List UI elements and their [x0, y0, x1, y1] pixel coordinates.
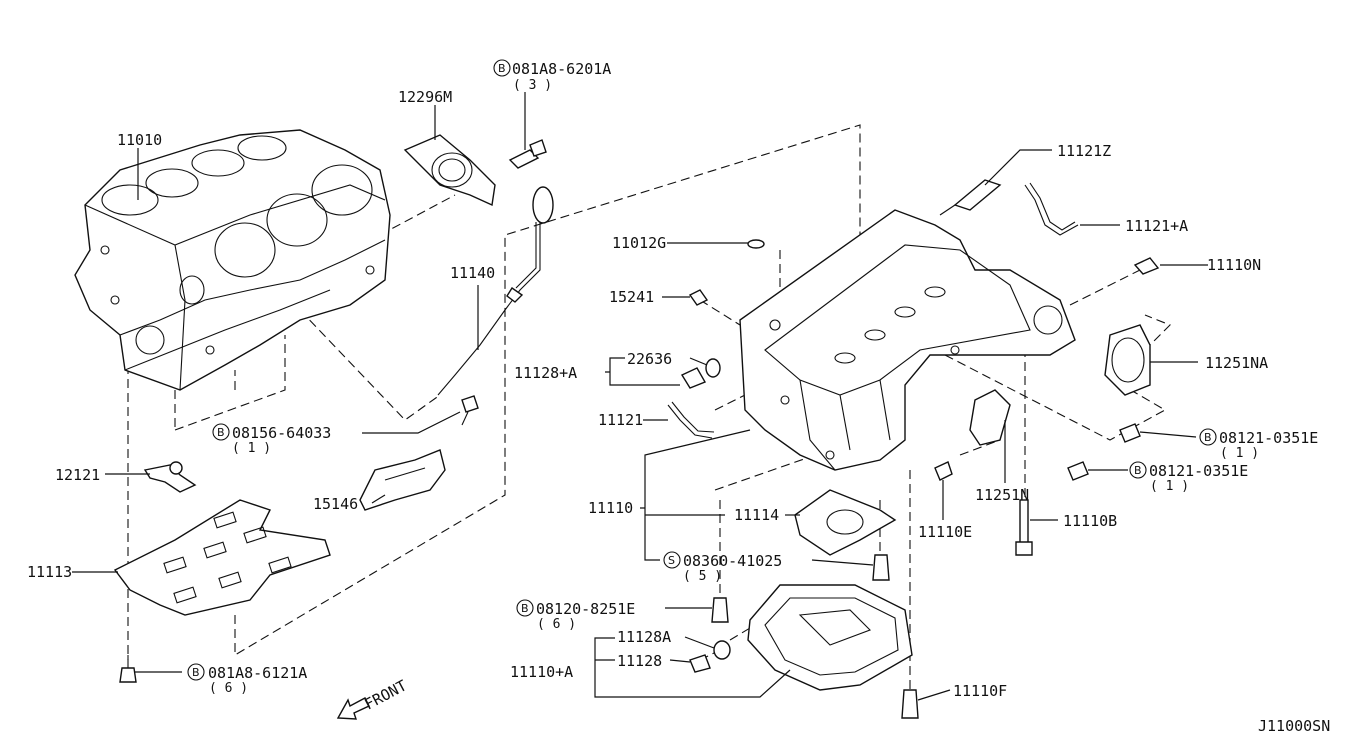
label-15146: 15146	[313, 495, 358, 513]
front-direction-arrow	[336, 697, 370, 720]
bolt-11110e-part	[934, 461, 953, 481]
drain-plug-11128-part	[689, 654, 711, 673]
front-label: FRONT	[361, 676, 409, 713]
label-081a8-6121a: 081A8-6121A	[208, 664, 307, 682]
prefix-badge: B	[493, 59, 511, 77]
oil-level-gauge-part	[437, 186, 554, 396]
label-11128a-group: 11128+A	[514, 364, 577, 382]
bolt-11110n-part	[1133, 257, 1160, 275]
qty-08121-0351e-b: ( 1 )	[1150, 479, 1189, 494]
drain-washer-11128a-part	[713, 640, 731, 660]
label-22636: 22636	[627, 350, 672, 368]
upper-oil-pan-part	[739, 209, 1076, 471]
bolt-08120-8251e-part	[711, 597, 729, 623]
gasket-11251n-part	[969, 389, 1011, 446]
label-11110: 11110	[588, 499, 633, 517]
label-11012g: 11012G	[612, 234, 666, 252]
bolt-08121-0351e-parts	[1067, 423, 1141, 481]
label-11110f: 11110F	[953, 682, 1007, 700]
qty-08121-0351e-a: ( 1 )	[1220, 446, 1259, 461]
qty-081a8-6201a: ( 3 )	[513, 78, 552, 93]
label-11110e: 11110E	[918, 523, 972, 541]
bolt-081a8-6121a-part	[119, 655, 137, 683]
stiffener-plate-11113-part	[113, 499, 331, 616]
prefix-badge: B	[516, 599, 534, 617]
prefix-badge: S	[663, 551, 681, 569]
prefix-badge: B	[212, 423, 230, 441]
prefix-badge: B	[187, 663, 205, 681]
label-11110b: 11110B	[1063, 512, 1117, 530]
lower-oil-pan-part	[747, 584, 913, 691]
fitting-15241-part	[688, 289, 709, 306]
label-08156-64033: 08156-64033	[232, 424, 331, 442]
svg-text:B: B	[498, 62, 506, 75]
label-11251na: 11251NA	[1205, 354, 1268, 372]
cylinder-block-part	[74, 129, 391, 391]
callout-labels: 11010 12296M B 081A8-6201A ( 3 ) 11140 B…	[27, 59, 1330, 735]
label-11010: 11010	[117, 131, 162, 149]
hose-11121-part	[667, 401, 715, 439]
baffle-12121-part	[143, 461, 197, 493]
svg-text:B: B	[192, 666, 200, 679]
bolt-11110f-part	[901, 689, 919, 719]
label-15241: 15241	[609, 288, 654, 306]
label-11251n: 11251N	[975, 486, 1029, 504]
qty-08120-8251e: ( 6 )	[537, 617, 576, 632]
rear-oil-seal-retainer-part	[403, 134, 496, 207]
bolt-11110b-part	[1015, 499, 1033, 556]
baffle-plate-11114-part	[794, 489, 897, 556]
svg-text:B: B	[521, 602, 529, 615]
baffle-11121z-part	[939, 179, 1002, 216]
label-08120-8251e: 08120-8251E	[536, 600, 635, 618]
bolt-08156-64033-part	[461, 395, 479, 426]
label-12296m: 12296M	[398, 88, 452, 106]
label-11140: 11140	[450, 264, 495, 282]
phantom-lines	[127, 124, 1171, 690]
gasket-11251na-part	[1104, 324, 1151, 396]
plug-11012g-part	[747, 239, 765, 249]
prefix-badge: B	[1199, 428, 1217, 446]
label-11110n: 11110N	[1207, 256, 1261, 274]
label-11113: 11113	[27, 563, 72, 581]
leader-lines	[72, 92, 1208, 701]
label-11114: 11114	[734, 506, 779, 524]
clip-11121a-part	[1024, 182, 1079, 236]
svg-text:B: B	[1134, 464, 1142, 477]
label-11128: 11128	[617, 652, 662, 670]
prefix-badge: B	[1129, 461, 1147, 479]
svg-text:S: S	[668, 554, 675, 567]
screw-08360-41025-part	[872, 554, 890, 581]
label-12121: 12121	[55, 466, 100, 484]
label-08121-0351e-b: 08121-0351E	[1149, 462, 1248, 480]
label-11121z: 11121Z	[1057, 142, 1111, 160]
qty-081a8-6121a: ( 6 )	[209, 681, 248, 696]
label-11110a: 11110+A	[510, 663, 573, 681]
bolt-081a8-6201a-part	[508, 139, 547, 169]
label-08121-0351e-a: 08121-0351E	[1219, 429, 1318, 447]
label-11121a: 11121+A	[1125, 217, 1188, 235]
qty-08360-41025: ( 5 )	[683, 569, 722, 584]
bracket-15146-part	[359, 449, 446, 511]
label-11128a: 11128A	[617, 628, 671, 646]
sensor-22636-part	[680, 358, 721, 389]
qty-08156-64033: ( 1 )	[232, 441, 271, 456]
label-08360-41025: 08360-41025	[683, 552, 782, 570]
svg-text:B: B	[1204, 431, 1212, 444]
svg-text:B: B	[217, 426, 225, 439]
label-11121: 11121	[598, 411, 643, 429]
label-081a8-6201a: 081A8-6201A	[512, 60, 611, 78]
diagram-code: J11000SN	[1258, 717, 1330, 735]
